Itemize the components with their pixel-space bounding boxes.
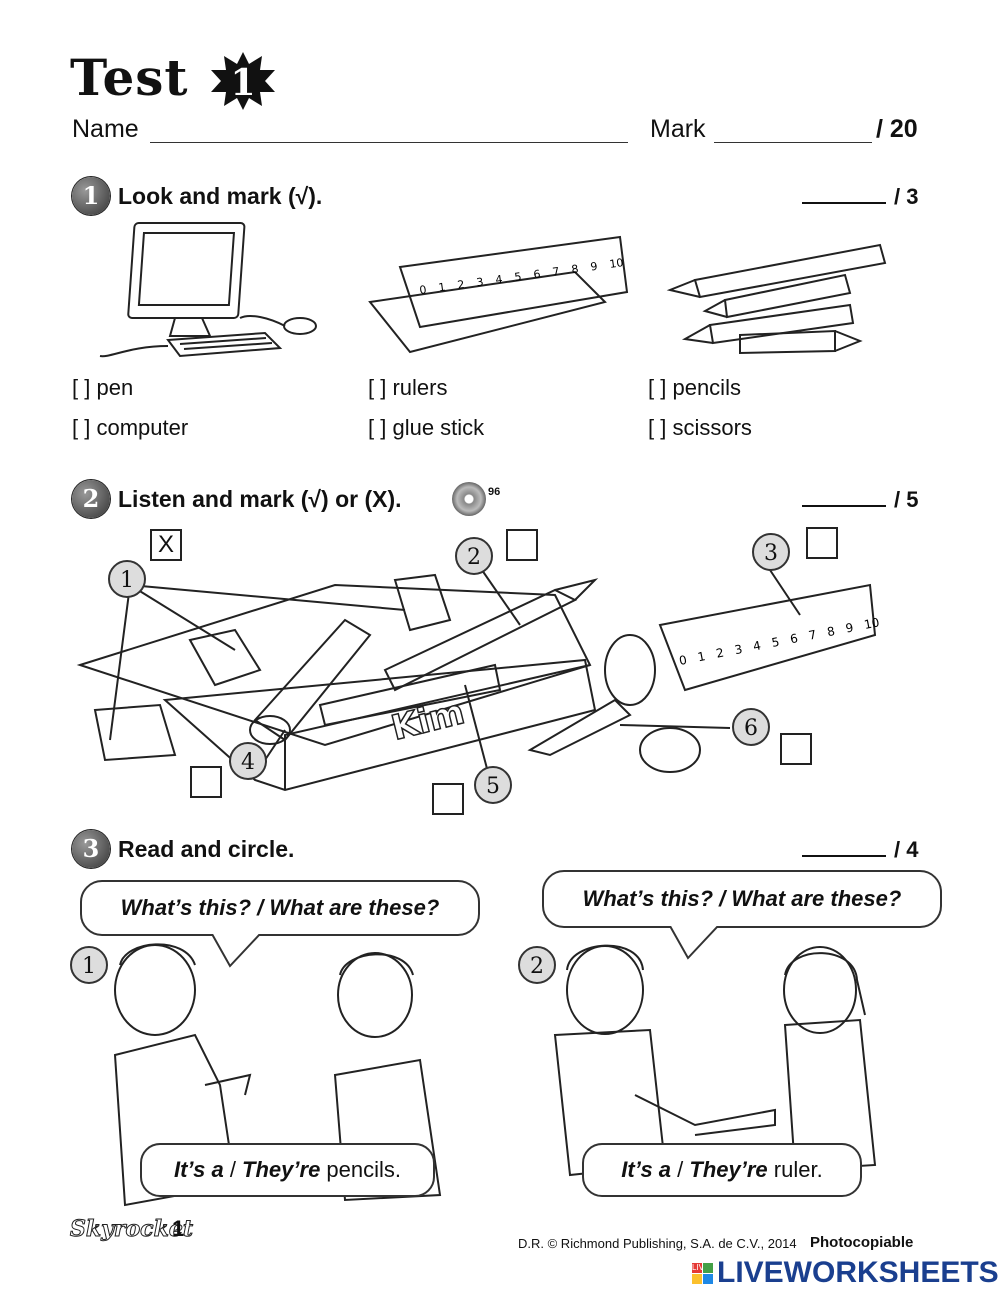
option-scissors[interactable]: [ ] scissors [648, 415, 752, 440]
answer-box-5[interactable] [432, 783, 464, 815]
answer-box-2[interactable] [506, 529, 538, 561]
answer-box-6[interactable] [780, 733, 812, 765]
item-number: 2 [518, 946, 556, 984]
name-field[interactable] [150, 142, 628, 143]
photocopiable-label: Photocopiable [810, 1234, 914, 1251]
ruler-digit: 9 [590, 260, 599, 274]
answer-bubble-2[interactable]: It’s a / They’re ruler. [582, 1143, 862, 1197]
option-pen[interactable]: [ ] pen [72, 375, 134, 400]
ruler-digit: 2 [457, 278, 466, 292]
section-number: 1 [72, 177, 110, 215]
ruler-digit: 8 [571, 262, 580, 276]
brand-level: 1 [172, 1216, 185, 1241]
answer-box-3[interactable] [806, 527, 838, 559]
option-pencils[interactable]: [ ] pencils [648, 375, 741, 400]
mark-label: Mark [650, 115, 706, 143]
test-number: 1 [230, 62, 255, 104]
ruler-digit: 7 [552, 265, 561, 279]
ruler-digit: 6 [789, 631, 799, 646]
mark-field[interactable] [714, 142, 872, 143]
name-label: Name [72, 115, 139, 143]
ruler-digit: 7 [807, 628, 817, 643]
mark-total: / 20 [876, 115, 918, 143]
callout-number: 4 [229, 742, 267, 780]
ruler-digit: 3 [476, 275, 485, 289]
logo-letter: LIVE [692, 1262, 710, 1273]
ruler-digit: 0 [678, 653, 688, 668]
brand-logo: Skyrocket [70, 1216, 194, 1243]
ruler-digit: 4 [752, 638, 762, 653]
kim-label: Kim [388, 692, 469, 749]
answer-bubble-1[interactable]: It’s a / They’re pencils. [140, 1143, 435, 1197]
section-score: / 3 [802, 184, 918, 210]
callout-number: 3 [752, 533, 790, 571]
section-score: / 5 [802, 487, 918, 513]
ruler-digit: 8 [826, 624, 836, 639]
bubble-tail [669, 926, 719, 960]
callout-number: 2 [455, 537, 493, 575]
section-title: Look and mark (√). [118, 183, 323, 209]
ruler-digit: 1 [438, 281, 447, 295]
cd-audio-icon[interactable] [452, 482, 486, 516]
liveworksheets-logo[interactable]: LIVE LIVEWORKSHEETS [692, 1256, 999, 1290]
bubble-tail [211, 934, 261, 968]
ruler-digit: 10 [609, 256, 625, 271]
ruler-digit: 9 [844, 620, 854, 635]
callout-number: 1 [108, 560, 146, 598]
star-burst-icon: 1 [211, 52, 275, 110]
section-number: 3 [72, 830, 110, 868]
answer-box-4[interactable] [190, 766, 222, 798]
ruler-digit: 4 [495, 273, 504, 287]
site-name: LIVEWORKSHEETS [717, 1256, 999, 1289]
question-bubble-1: What’s this? / What are these? [80, 880, 480, 936]
item-number: 1 [70, 946, 108, 984]
option-computer[interactable]: [ ] computer [72, 415, 189, 440]
ruler-digit: 5 [514, 270, 523, 284]
ruler-digit: 2 [715, 646, 725, 661]
track-number: 96 [488, 486, 501, 498]
children-illustration [113, 943, 877, 1207]
copyright-text: D.R. © Richmond Publishing, S.A. de C.V.… [518, 1236, 797, 1251]
pencils-illustration [666, 243, 887, 355]
option-rulers[interactable]: [ ] rulers [368, 375, 448, 400]
ruler-digit: 1 [696, 649, 706, 664]
option-glue-stick[interactable]: [ ] glue stick [368, 415, 485, 440]
section-title: Read and circle. [118, 836, 295, 862]
section-title: Listen and mark (√) or (X). [118, 486, 402, 512]
ruler-digit: 10 [863, 615, 881, 632]
ruler-digit: 6 [533, 268, 542, 282]
page-title: Test [70, 48, 189, 107]
ruler-digit: 5 [770, 635, 780, 650]
computer-illustration [99, 222, 317, 358]
section-number: 2 [72, 480, 110, 518]
ruler-digit: 3 [733, 642, 743, 657]
callout-number: 6 [732, 708, 770, 746]
ruler-digit: 0 [419, 283, 428, 297]
answer-box-example: X [150, 529, 182, 561]
callout-number: 5 [474, 766, 512, 804]
section-score: / 4 [802, 837, 918, 863]
question-bubble-2: What’s this? / What are these? [542, 870, 942, 928]
